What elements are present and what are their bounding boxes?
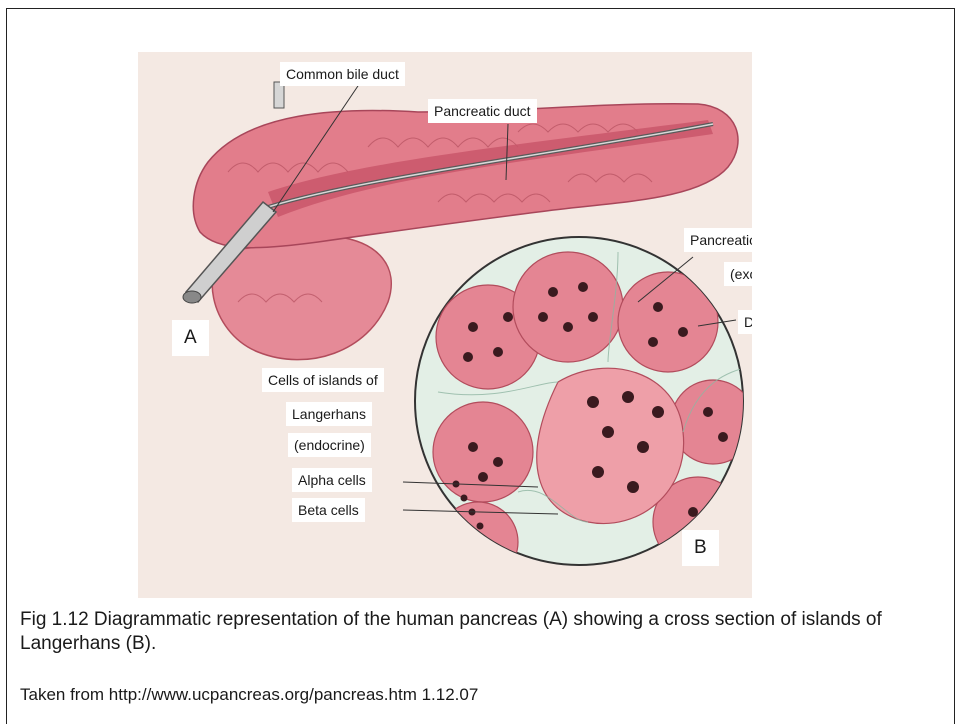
label-cells-of-islands: Cells of islands of bbox=[262, 368, 384, 392]
label-part-a: A bbox=[172, 320, 209, 356]
source-note: Taken from http://www.ucpancreas.org/pan… bbox=[20, 684, 478, 706]
pancreas-drawing bbox=[138, 52, 752, 598]
label-common-bile-duct: Common bile duct bbox=[280, 62, 405, 86]
pancreas-illustration: Common bile duct Pancreatic duct Pancrea… bbox=[138, 52, 752, 598]
figure-caption: Fig 1.12 Diagrammatic representation of … bbox=[20, 608, 920, 656]
label-alpha-cells: Alpha cells bbox=[292, 468, 372, 492]
label-beta-cells: Beta cells bbox=[292, 498, 365, 522]
label-pancreatic-duct: Pancreatic duct bbox=[428, 99, 537, 123]
label-pancreatic-acini: Pancreatic acini bbox=[684, 228, 752, 252]
pancreas-body bbox=[193, 104, 738, 248]
label-duct: Duct bbox=[738, 310, 752, 334]
label-langerhans: Langerhans bbox=[286, 402, 372, 426]
label-exocrine: (exocrine) bbox=[724, 262, 752, 286]
label-part-b: B bbox=[682, 530, 719, 566]
label-endocrine: (endocrine) bbox=[288, 433, 371, 457]
